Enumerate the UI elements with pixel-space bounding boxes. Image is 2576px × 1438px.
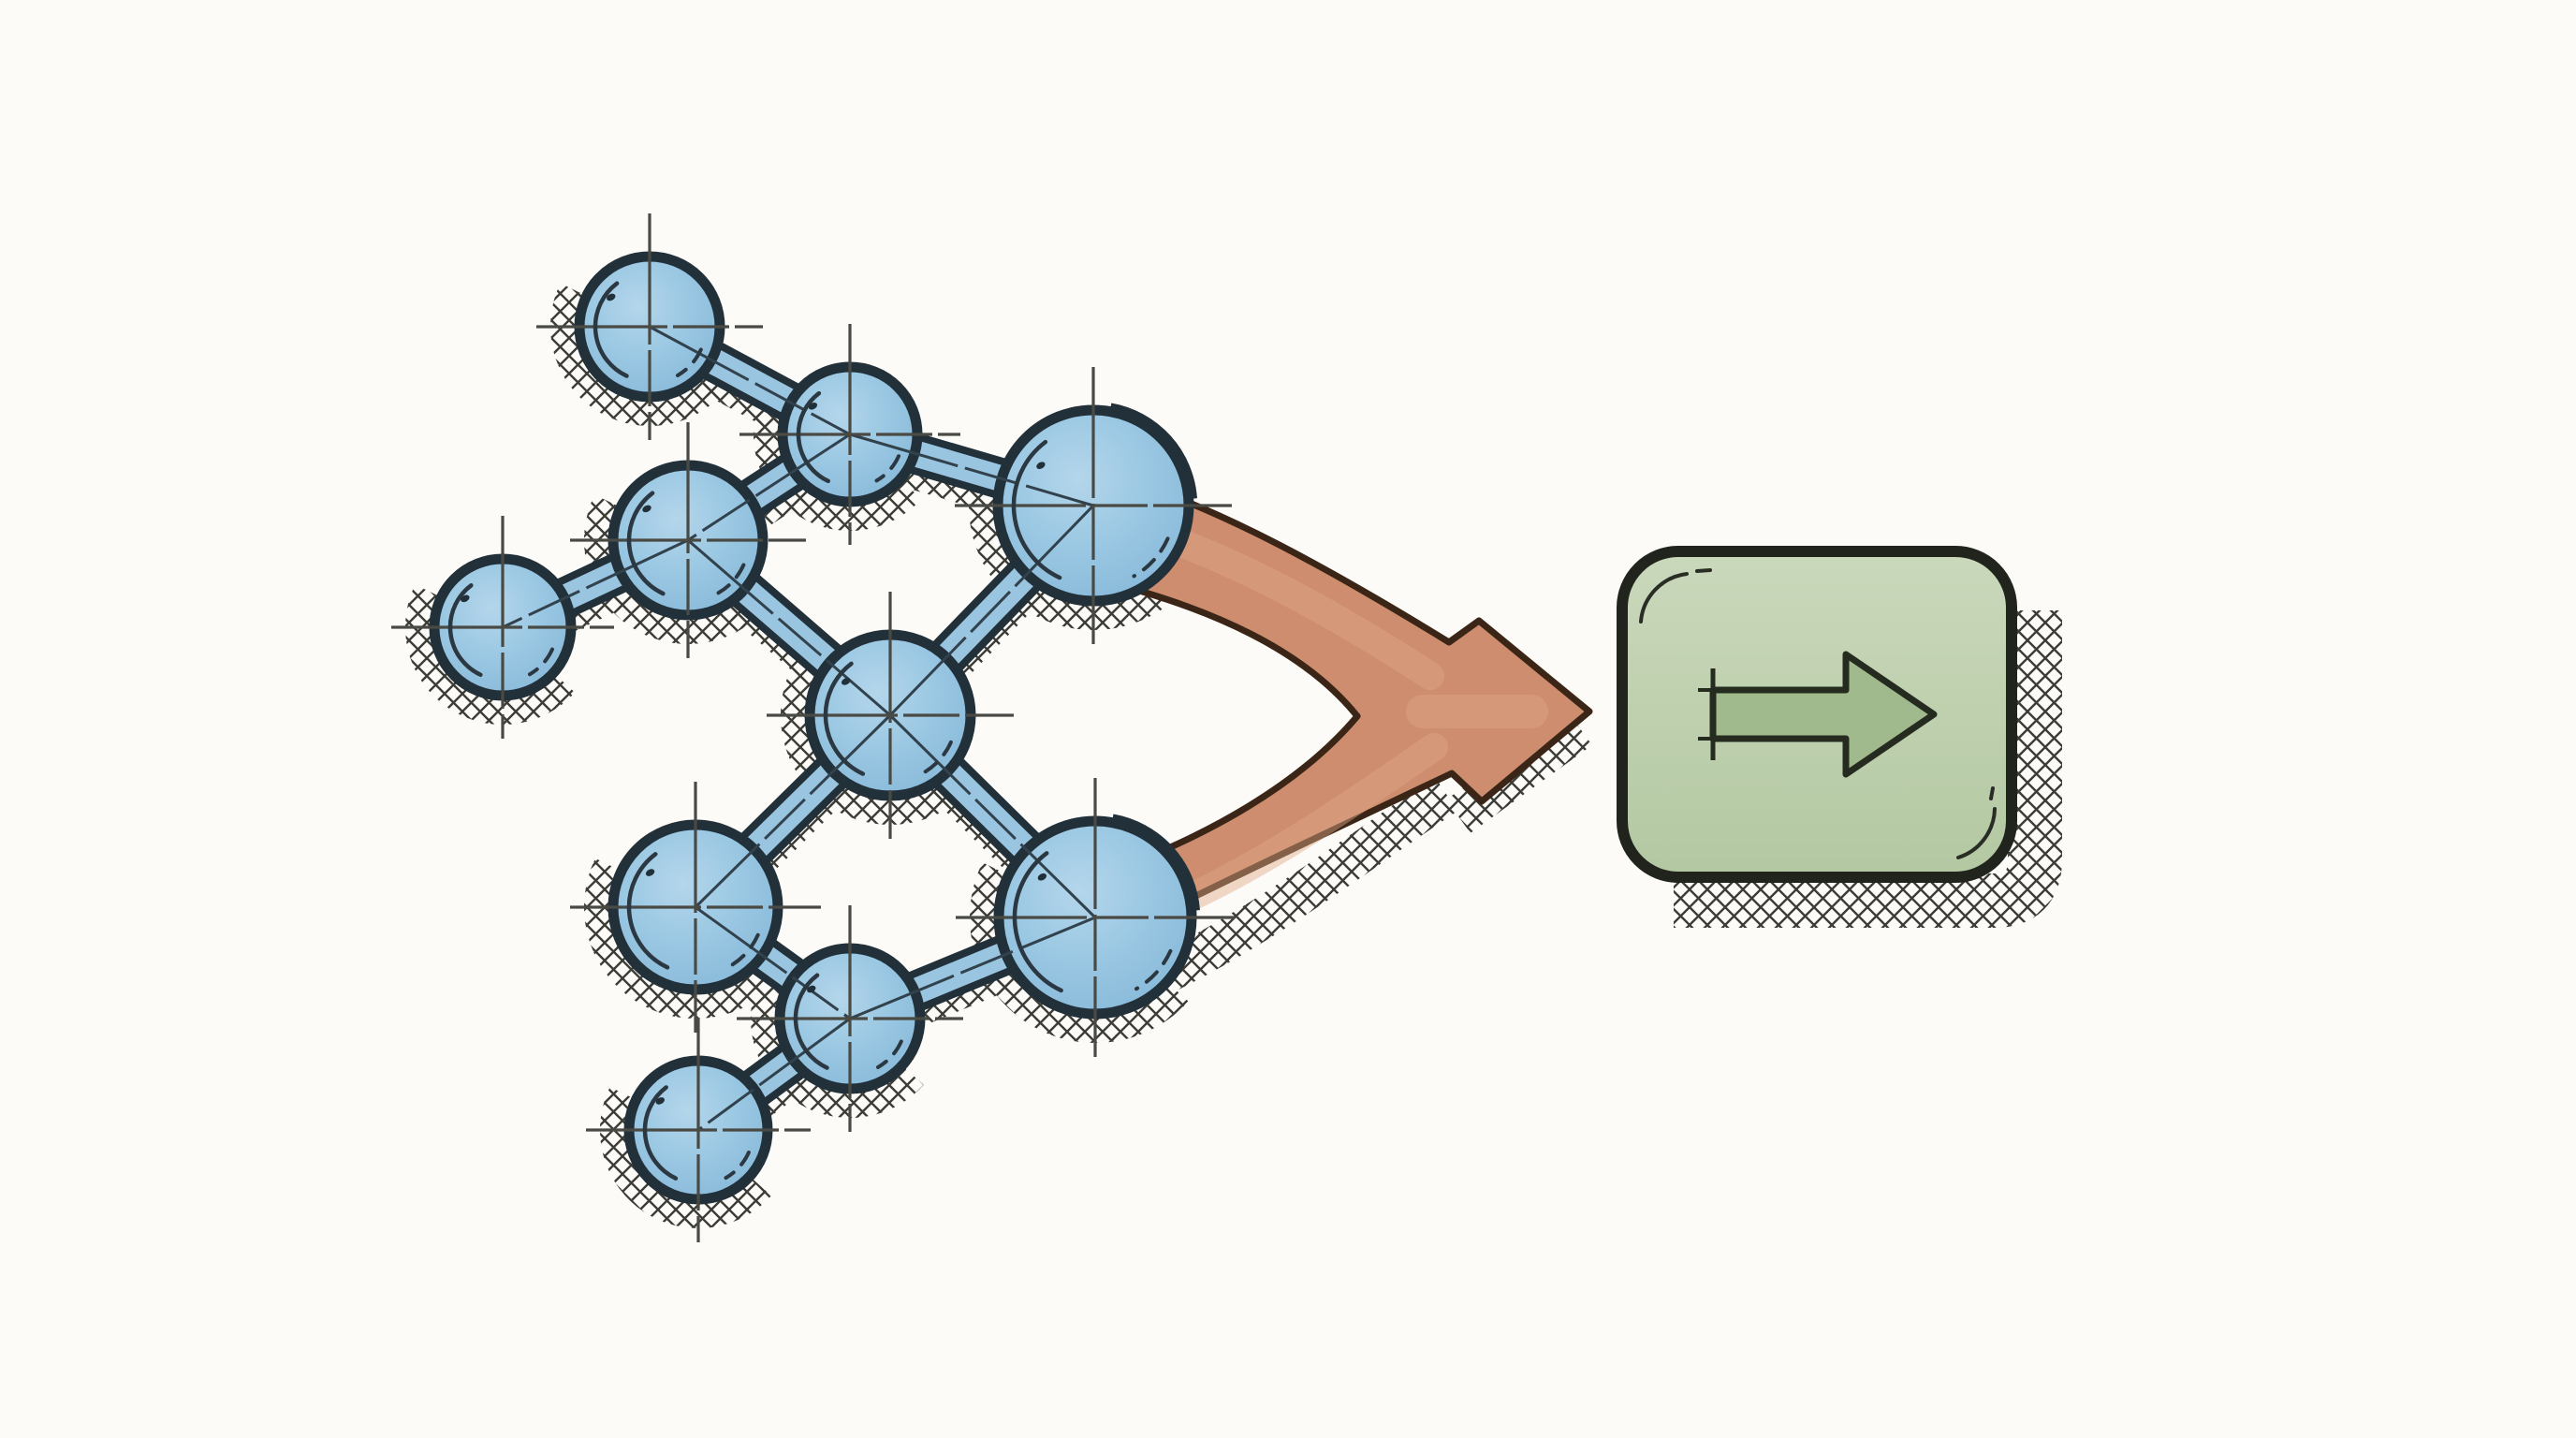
inner-dash-arc-g bbox=[727, 932, 760, 969]
box-corner-accent-0 bbox=[1639, 572, 1689, 624]
inner-dash-arc-a bbox=[676, 347, 703, 377]
axis-line-ab bbox=[649, 325, 851, 436]
node-double-stroke-h bbox=[1112, 814, 1200, 911]
axis-line-de bbox=[502, 538, 689, 629]
box-shadow bbox=[1674, 610, 2062, 928]
axis-line-ih bbox=[849, 916, 1096, 1020]
axis-line-df bbox=[687, 538, 891, 717]
inner-reflection-arc-c bbox=[1011, 439, 1062, 580]
inner-dot-b bbox=[808, 402, 818, 410]
inner-dash-arc-d bbox=[716, 563, 746, 595]
inner-dot-h bbox=[1037, 873, 1047, 881]
inner-reflection-arc-h bbox=[1012, 851, 1063, 993]
inner-reflection-arc-e bbox=[447, 583, 483, 678]
output-box bbox=[1617, 546, 2017, 883]
inner-reflection-arc-f bbox=[823, 661, 866, 776]
inner-reflection-arc-b bbox=[796, 390, 831, 484]
inner-reflection-arc-g bbox=[626, 852, 670, 970]
inner-dot-f bbox=[842, 678, 851, 685]
inner-reflection-arc-a bbox=[593, 281, 629, 378]
node-shadow-h bbox=[970, 862, 1189, 1043]
inner-dot-d bbox=[642, 505, 651, 513]
inner-dot-g bbox=[645, 869, 655, 876]
node-shadow-j bbox=[600, 1087, 772, 1228]
box-corner-accent-2 bbox=[1956, 807, 1997, 859]
inner-dash-arc-b bbox=[874, 454, 901, 483]
inner-reflection-arc-j bbox=[642, 1085, 679, 1181]
inner-dash-arc-h bbox=[1134, 948, 1173, 991]
inner-dash-arc-i bbox=[876, 1039, 903, 1069]
inner-dot-i bbox=[807, 985, 816, 993]
axis-line-cf bbox=[888, 504, 1095, 717]
node-shadow-i bbox=[751, 975, 924, 1118]
inner-dash-arc-j bbox=[724, 1151, 751, 1181]
axis-line-gi bbox=[695, 905, 851, 1020]
axis-line-bc bbox=[849, 433, 1094, 507]
node-double-stroke-c bbox=[1110, 403, 1197, 499]
inner-dash-arc-f bbox=[921, 740, 953, 775]
box-corner-accent-1 bbox=[1695, 568, 1712, 573]
node-shadow-d bbox=[584, 494, 766, 644]
axis-line-fh bbox=[888, 713, 1097, 919]
node-shadow-a bbox=[550, 283, 724, 426]
inner-dash-arc-e bbox=[528, 647, 554, 677]
inner-reflection-arc-i bbox=[793, 973, 829, 1070]
inner-dot-j bbox=[655, 1097, 665, 1105]
axis-line-fg bbox=[694, 713, 892, 909]
node-shadow-b bbox=[754, 391, 922, 531]
inner-dot-c bbox=[1036, 462, 1046, 469]
inner-dash-arc-c bbox=[1132, 536, 1170, 579]
node-shadow-g bbox=[584, 858, 779, 1019]
axis-line-ij bbox=[697, 1017, 851, 1132]
inner-dot-e bbox=[461, 594, 470, 603]
inner-dot-a bbox=[607, 293, 616, 301]
box-corner-accent-3 bbox=[1989, 786, 1995, 800]
inner-reflection-arc-d bbox=[626, 491, 666, 596]
node-shadow-e bbox=[405, 584, 576, 725]
axis-line-bd bbox=[687, 433, 851, 542]
right-arrow-icon bbox=[1709, 651, 1938, 778]
node-sketch-details bbox=[447, 281, 1173, 1181]
construction-lines bbox=[391, 213, 1235, 1242]
